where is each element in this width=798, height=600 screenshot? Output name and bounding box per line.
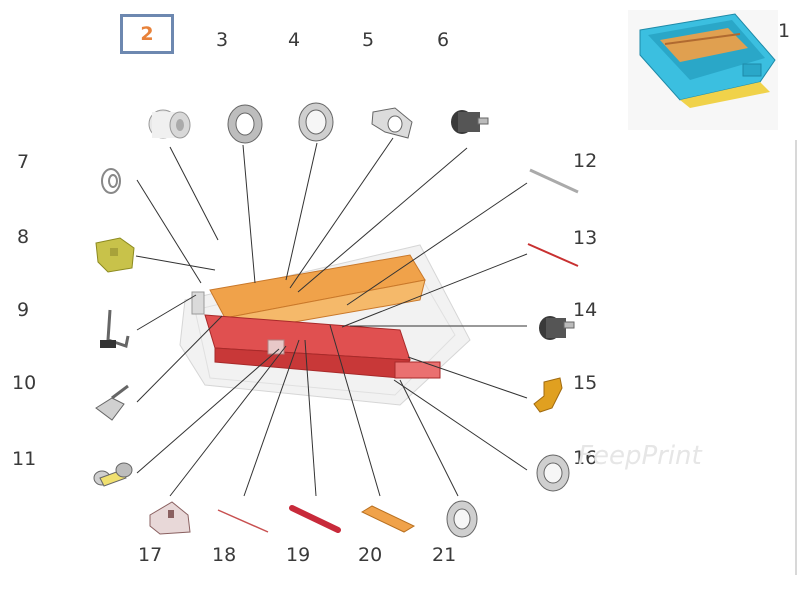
part-16-bearing[interactable] [536, 454, 570, 492]
part-6-gear[interactable] [451, 110, 489, 134]
part-12-rod[interactable] [529, 168, 579, 194]
callout-16: 16 [573, 447, 598, 469]
callout-15: 15 [573, 372, 598, 394]
divider-line [795, 140, 797, 575]
fuser-assembly [179, 244, 471, 406]
part-3-bearing[interactable] [227, 104, 263, 144]
callout-14: 14 [573, 299, 598, 321]
callout-10: 10 [12, 372, 37, 394]
part-8-yellow-block[interactable] [95, 237, 135, 273]
part-19-roller[interactable] [289, 505, 341, 533]
callout-18: 18 [212, 544, 237, 566]
part-9-bracket[interactable] [100, 309, 130, 348]
callout-7: 7 [17, 151, 30, 173]
part-21-bearing[interactable] [446, 500, 478, 538]
part-14-gear[interactable] [539, 316, 575, 340]
part-5-bracket[interactable] [371, 107, 413, 139]
callout-20: 20 [358, 544, 383, 566]
tab-3[interactable]: 3 [216, 29, 229, 51]
callout-13: 13 [573, 227, 598, 249]
part-13-red-rod[interactable] [527, 243, 579, 267]
tab-5[interactable]: 5 [362, 29, 375, 51]
part-11-sensor[interactable] [93, 462, 133, 487]
tab-6[interactable]: 6 [437, 29, 450, 51]
callout-1: 1 [778, 20, 791, 42]
part-18-wire[interactable] [217, 509, 269, 533]
callout-17: 17 [138, 544, 163, 566]
callout-8: 8 [17, 226, 30, 248]
tab-2[interactable]: 2 [120, 14, 174, 54]
assembly-thumbnail[interactable] [628, 10, 778, 130]
watermark-text: FeepPrint [578, 441, 703, 471]
part-17-bracket[interactable] [149, 501, 191, 535]
callout-12: 12 [573, 150, 598, 172]
callout-19: 19 [286, 544, 311, 566]
part-4-bearing[interactable] [298, 102, 334, 142]
part-15-lever[interactable] [533, 377, 563, 413]
part-20-pad[interactable] [360, 505, 416, 533]
part-7-spring[interactable] [101, 168, 121, 194]
leader-lines [135, 137, 528, 497]
part-10-thermistor[interactable] [95, 384, 129, 421]
part-2-sleeve[interactable] [148, 109, 191, 139]
callout-21: 21 [432, 544, 457, 566]
callout-11: 11 [12, 448, 37, 470]
callout-9: 9 [17, 299, 30, 321]
tab-4[interactable]: 4 [288, 29, 301, 51]
